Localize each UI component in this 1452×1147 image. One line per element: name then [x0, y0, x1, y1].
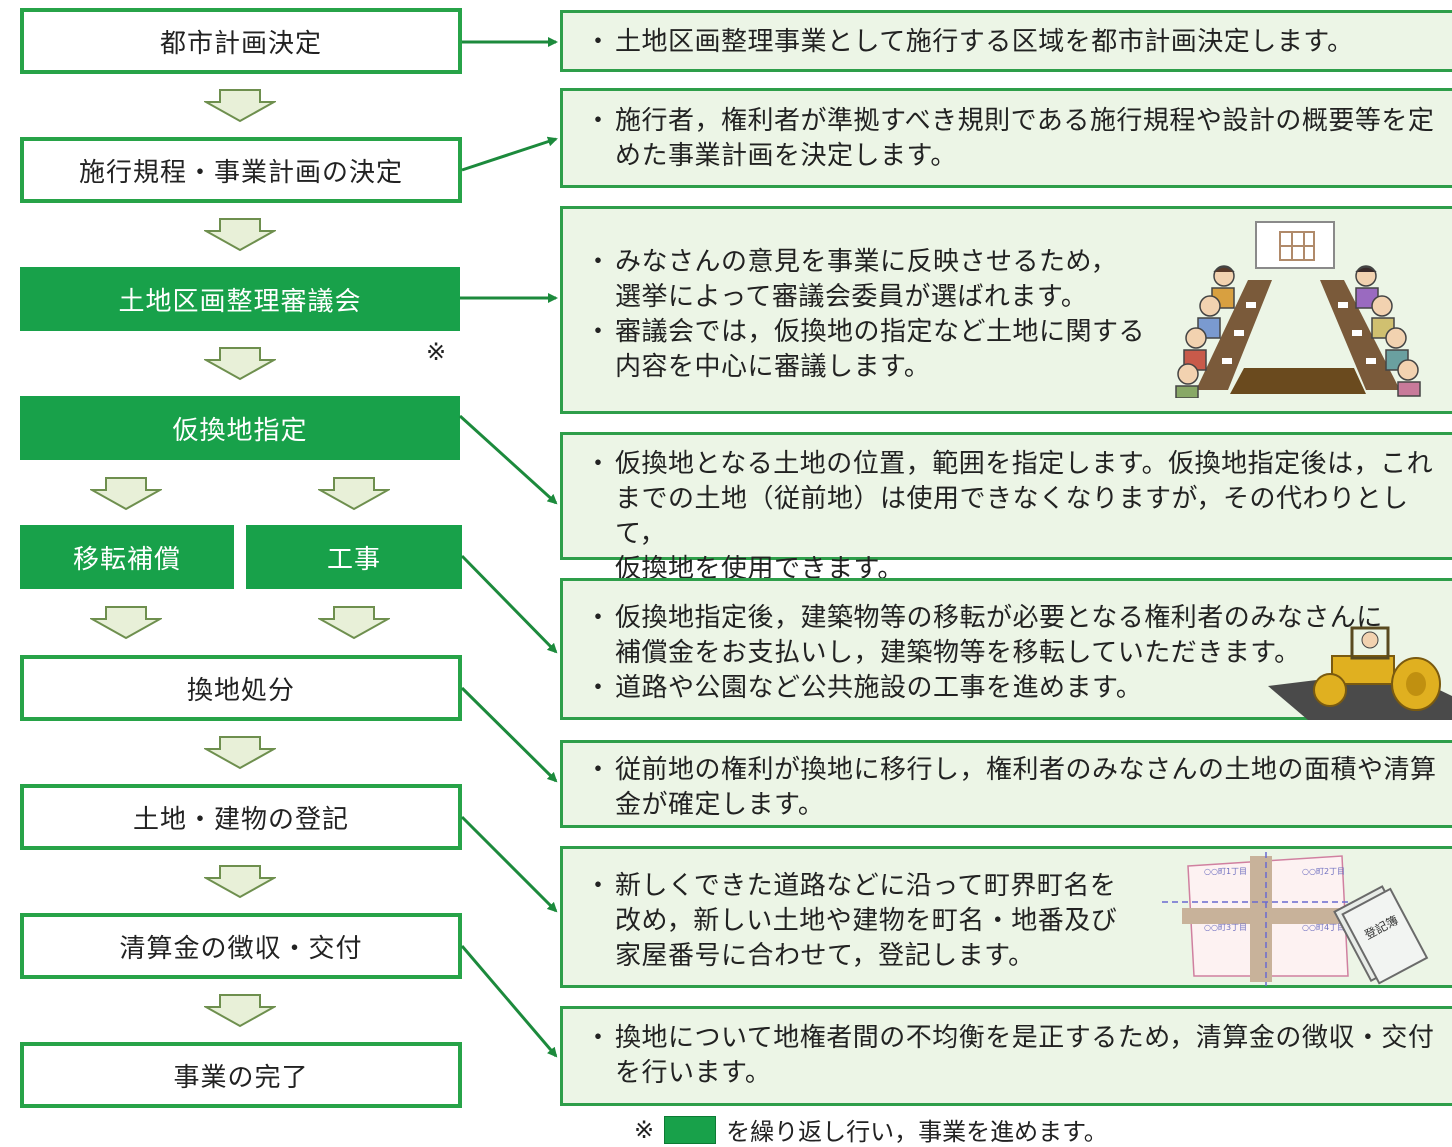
step-koji: 工事 [246, 525, 462, 589]
connector-arrow [460, 686, 558, 783]
down-arrow-icon [90, 477, 162, 511]
connector-arrow [460, 945, 558, 1058]
road-roller-illustration [1268, 626, 1452, 720]
footnote-mark: ※ [634, 1115, 655, 1144]
connector-arrow [461, 136, 558, 172]
svg-text:○○町3丁目: ○○町3丁目 [1204, 923, 1247, 932]
step-shingikai: 土地区画整理審議会 [20, 267, 460, 331]
desc-item: 施行者，権利者が準拠すべき規則である施行規程や設計の概要等を定 めた事業計画を決… [593, 104, 1434, 174]
step-label: 事業の完了 [173, 1062, 309, 1093]
step-label: 清算金の徴収・交付 [119, 933, 363, 964]
connector-arrow [458, 414, 558, 505]
step-label: 施行規程・事業計画の決定 [78, 157, 403, 188]
step-label: 都市計画決定 [159, 28, 322, 59]
down-arrow-icon [204, 865, 276, 899]
down-arrow-icon [204, 89, 276, 123]
green-swatch-legend [664, 1115, 717, 1144]
note-mark: ※ [426, 338, 447, 366]
step-label: 工事 [326, 544, 381, 575]
step-kanchi-shobun: 換地処分 [20, 655, 462, 721]
desc-panel-kanchi: 従前地の権利が換地に移行し，権利者のみなさんの土地の面積や清算 金が確定します。 [560, 740, 1452, 828]
step-label: 仮換地指定 [172, 415, 308, 446]
step-shiko-kitei: 施行規程・事業計画の決定 [20, 137, 462, 203]
desc-item: 新しくできた道路などに沿って町界町名を 改め，新しい土地や建物を町名・地番及び … [593, 869, 1117, 974]
step-label: 換地処分 [186, 675, 295, 706]
desc-item: みなさんの意見を事業に反映させるため， 選挙によって審議会委員が選ばれます。 [593, 245, 1145, 315]
down-arrow-icon [90, 606, 162, 640]
step-seisankin: 清算金の徴収・交付 [20, 913, 462, 979]
down-arrow-icon [318, 606, 390, 640]
desc-item: 換地について地権者間の不均衡を是正するため，清算金の徴収・交付 を行います。 [593, 1021, 1434, 1091]
footnote: ※ を繰り返し行い，事業を進めます。 [634, 1112, 1108, 1147]
down-arrow-icon [204, 736, 276, 770]
svg-text:○○町1丁目: ○○町1丁目 [1204, 867, 1247, 876]
down-arrow-icon [204, 218, 276, 252]
desc-item: 仮換地となる土地の位置，範囲を指定します。仮換地指定後は，これ までの土地（従前… [593, 447, 1452, 587]
down-arrow-icon [204, 347, 276, 381]
desc-item: 土地区画整理事業として施行する区域を都市計画決定します。 [593, 25, 1354, 60]
desc-panel-karikanchi: 仮換地となる土地の位置，範囲を指定します。仮換地指定後は，これ までの土地（従前… [560, 432, 1452, 584]
desc-panel-shiko: 施行者，権利者が準拠すべき規則である施行規程や設計の概要等を定 めた事業計画を決… [560, 88, 1452, 188]
step-label: 土地区画整理審議会 [118, 286, 362, 317]
step-label: 移転補償 [72, 544, 181, 575]
desc-item: 審議会では，仮換地の指定など土地に関する 内容を中心に審議します。 [593, 315, 1145, 385]
down-arrow-icon [204, 994, 276, 1028]
council-meeting-illustration [1175, 221, 1421, 398]
desc-panel-toshi: 土地区画整理事業として施行する区域を都市計画決定します。 [560, 10, 1452, 72]
step-kanryo: 事業の完了 [20, 1042, 462, 1108]
svg-text:○○町2丁目: ○○町2丁目 [1302, 867, 1345, 876]
desc-panel-seisankin: 換地について地権者間の不均衡を是正するため，清算金の徴収・交付 を行います。 [560, 1006, 1452, 1106]
desc-item: 従前地の権利が換地に移行し，権利者のみなさんの土地の面積や清算 金が確定します。 [593, 753, 1437, 823]
step-iten-hosho: 移転補償 [20, 525, 234, 589]
step-karikanchi: 仮換地指定 [20, 396, 460, 460]
footnote-text: を繰り返し行い，事業を進めます。 [726, 1118, 1108, 1146]
connector-arrow [460, 554, 558, 654]
step-toki: 土地・建物の登記 [20, 784, 462, 850]
down-arrow-icon [318, 477, 390, 511]
desc-item: 道路や公園など公共施設の工事を進めます。 [593, 671, 1383, 706]
step-label: 土地・建物の登記 [132, 804, 349, 835]
town-map-illustration: ○○町1丁目○○町2丁目 ○○町3丁目○○町4丁目 登記簿 [1162, 852, 1429, 986]
desc-item: 仮換地指定後，建築物等の移転が必要となる権利者のみなさんに 補償金をお支払いし，… [593, 601, 1383, 671]
step-toshi-keikaku: 都市計画決定 [20, 8, 462, 74]
connector-arrow [460, 815, 558, 913]
svg-text:○○町4丁目: ○○町4丁目 [1302, 923, 1345, 932]
desc-panel-iten-koji: 仮換地指定後，建築物等の移転が必要となる権利者のみなさんに 補償金をお支払いし，… [560, 578, 1452, 720]
